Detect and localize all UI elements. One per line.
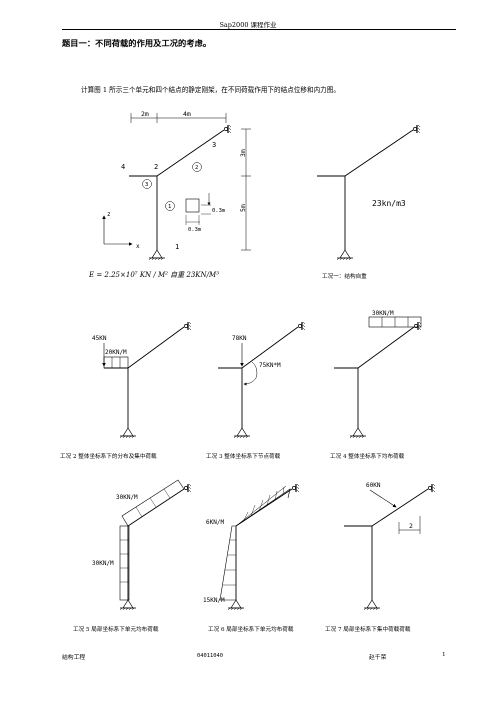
material-properties: E = 2.25×10⁷ KN / M² 自重 23KN/M³ bbox=[89, 271, 219, 279]
case4-load: 30KN/M bbox=[372, 310, 394, 317]
intro-paragraph: 计算图 1 所示三个单元和四个结点的静定刚架，在不同荷载作用下的结点位移和内力图… bbox=[81, 86, 340, 94]
case7-dim: 2 bbox=[409, 522, 413, 530]
header-rule bbox=[62, 29, 456, 30]
dim-3m: 3m bbox=[239, 149, 247, 157]
case1-frame bbox=[317, 124, 421, 261]
case6-frame bbox=[219, 483, 300, 611]
case7-caption: 工况 7 局部坐标系下集中荷载荷载 bbox=[325, 627, 411, 633]
node-2-label: 2 bbox=[154, 163, 158, 171]
node-3-label: 3 bbox=[212, 141, 216, 149]
section-b-label: 0.3m bbox=[188, 227, 202, 233]
case2-point-load: 45KN bbox=[92, 335, 107, 342]
node-4-label: 4 bbox=[121, 163, 125, 171]
figure1-frame bbox=[102, 113, 251, 261]
dim-4m: 4m bbox=[183, 110, 191, 118]
case3-caption: 工况 3 整体坐标系下节点荷载 bbox=[206, 454, 281, 460]
case5-caption: 工况 5 局部坐标系下单元均布荷载 bbox=[73, 627, 159, 633]
case5-top-load: 30KN/M bbox=[116, 494, 138, 501]
case5-frame bbox=[119, 479, 192, 611]
case6-top-load: 6KN/M bbox=[206, 519, 224, 526]
page-number: 1 bbox=[442, 652, 446, 658]
case2-frame bbox=[102, 321, 192, 439]
case3-point-load: 78KN bbox=[232, 335, 247, 342]
section-h-label: 0.3m bbox=[212, 208, 226, 214]
case1-caption: 工况一：结构自重 bbox=[322, 274, 367, 280]
elem-2-label: 2 bbox=[195, 165, 198, 171]
elem-3-label: 3 bbox=[145, 182, 148, 188]
case3-moment-load: 75KN*M bbox=[259, 362, 281, 369]
footer-left: 结构工程 bbox=[62, 655, 86, 661]
case2-caption: 工况 2 整体坐标系下的分布及集中荷载 bbox=[60, 454, 157, 460]
page-header: Sap2000 课程作业 bbox=[219, 21, 277, 29]
case6-caption: 工况 6 局部坐标系下单元均布荷载 bbox=[208, 627, 294, 633]
case3-frame bbox=[218, 321, 306, 439]
axis-z-label: z bbox=[107, 211, 111, 218]
node-1-label: 1 bbox=[175, 243, 179, 251]
case7-point-load: 60KN bbox=[366, 482, 381, 489]
case6-bottom-load: 15KN/M bbox=[203, 597, 225, 604]
case4-caption: 工况 4 整体坐标系下均布荷载 bbox=[330, 454, 405, 460]
dim-5m: 5m bbox=[239, 204, 247, 212]
elem-1-label: 1 bbox=[168, 204, 171, 210]
footer-right: 赵千荣 bbox=[369, 655, 387, 661]
case4-frame bbox=[334, 316, 422, 439]
dim-2m: 2m bbox=[141, 110, 149, 118]
question-title: 题目一：不同荷载的作用及工况的考虑。 bbox=[62, 38, 212, 48]
case2-dist-load: 20KN/M bbox=[105, 349, 127, 356]
case5-column-load: 30KN/M bbox=[92, 560, 114, 567]
case1-load-label: 23kn/m3 bbox=[372, 199, 406, 208]
footer-center: 04011040 bbox=[197, 653, 223, 659]
case7-frame bbox=[344, 483, 436, 611]
axis-x-label: x bbox=[136, 243, 140, 250]
